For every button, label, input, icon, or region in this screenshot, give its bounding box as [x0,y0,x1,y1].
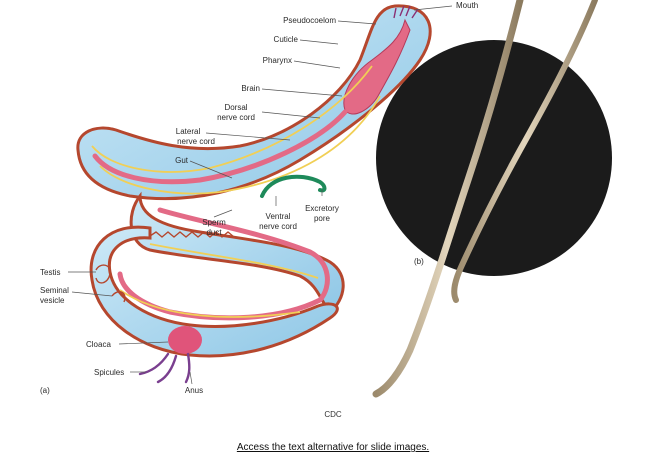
label-excretory-pore-1: Excretory [305,204,339,213]
body-tail-segment [89,225,339,358]
image-credit: CDC [324,410,342,419]
text-alternative-link[interactable]: Access the text alternative for slide im… [236,442,430,453]
label-anus: Anus [185,386,203,395]
nerve-cord-dorsal [91,65,373,173]
label-brain: Brain [241,84,260,93]
cloaca-organ [168,326,202,354]
label-ventral-nerve-cord-2: nerve cord [259,222,297,231]
body-head-segment [76,4,432,201]
label-testis: Testis [40,268,60,277]
mouth-tip [393,5,419,19]
label-seminal-vesicle-2: vesicle [40,296,65,305]
label-seminal-vesicle-1: Seminal [40,286,69,295]
label-sperm-duct-2: duct [206,228,222,237]
panel-label-b: (b) [414,257,424,266]
label-pseudocoelom: Pseudocoelom [283,16,336,25]
worm-photo-2 [451,0,598,303]
label-excretory-pore-2: pore [314,214,331,223]
sperm-duct [149,231,235,238]
panel-label-a: (a) [40,386,50,395]
label-spicules: Spicules [94,368,124,377]
photo-panel [372,0,612,398]
label-cuticle: Cuticle [274,35,299,44]
label-dorsal-nerve-cord-1: Dorsal [224,103,247,112]
photo-dark-disc [376,40,612,276]
labels: Mouth Pseudocoelom Cuticle Pharynx Brain… [40,1,478,395]
label-mouth: Mouth [456,1,478,10]
label-pharynx: Pharynx [263,56,292,65]
nematode-body [76,4,432,358]
spicules [138,352,191,384]
internal-organs [91,5,419,384]
excretory-organ [260,174,327,198]
testis-organ [95,264,126,303]
label-gut: Gut [175,156,189,165]
label-lateral-nerve-cord-2: nerve cord [177,137,215,146]
label-ventral-nerve-cord-1: Ventral [266,212,291,221]
label-lateral-nerve-cord-1: Lateral [176,127,201,136]
nerve-cord-ventral [99,95,381,318]
label-sperm-duct-1: Sperm [202,218,226,227]
label-cloaca: Cloaca [86,340,111,349]
worm-photo-1 [372,0,524,398]
label-dorsal-nerve-cord-2: nerve cord [217,113,255,122]
